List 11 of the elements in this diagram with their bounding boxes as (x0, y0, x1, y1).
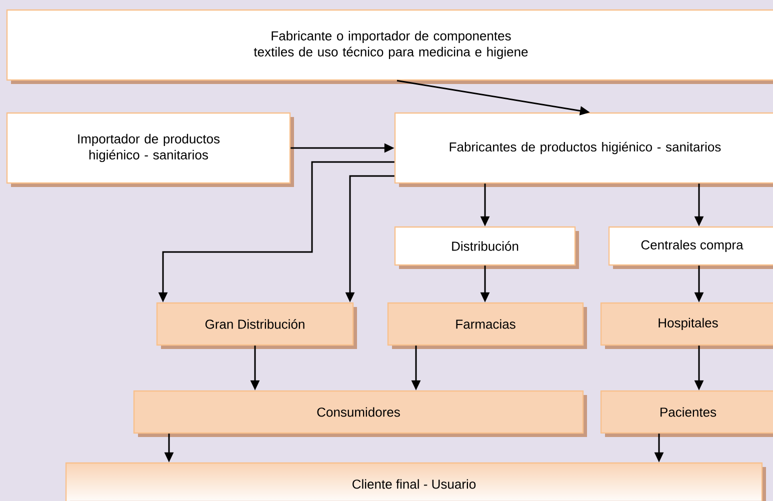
process-box: Consumidores (133, 390, 587, 437)
process-box: Pacientes (600, 390, 773, 437)
process-box: Gran Distribución (156, 302, 357, 349)
process-box: Fabricante o importador de componentes textiles de uso técnico para medicina e higiene (6, 9, 773, 84)
process-box: Cliente final - Usuario (65, 462, 766, 501)
process-box: Fabricantes de productos higiénico - sanitarios (394, 112, 773, 187)
process-box: Hospitales (600, 302, 773, 349)
process-box: Importador de productos higiénico - sanitarios (6, 112, 294, 187)
process-box: Centrales compra (608, 226, 773, 269)
process-box: Distribución (394, 226, 579, 269)
process-box: Farmacias (387, 302, 587, 349)
